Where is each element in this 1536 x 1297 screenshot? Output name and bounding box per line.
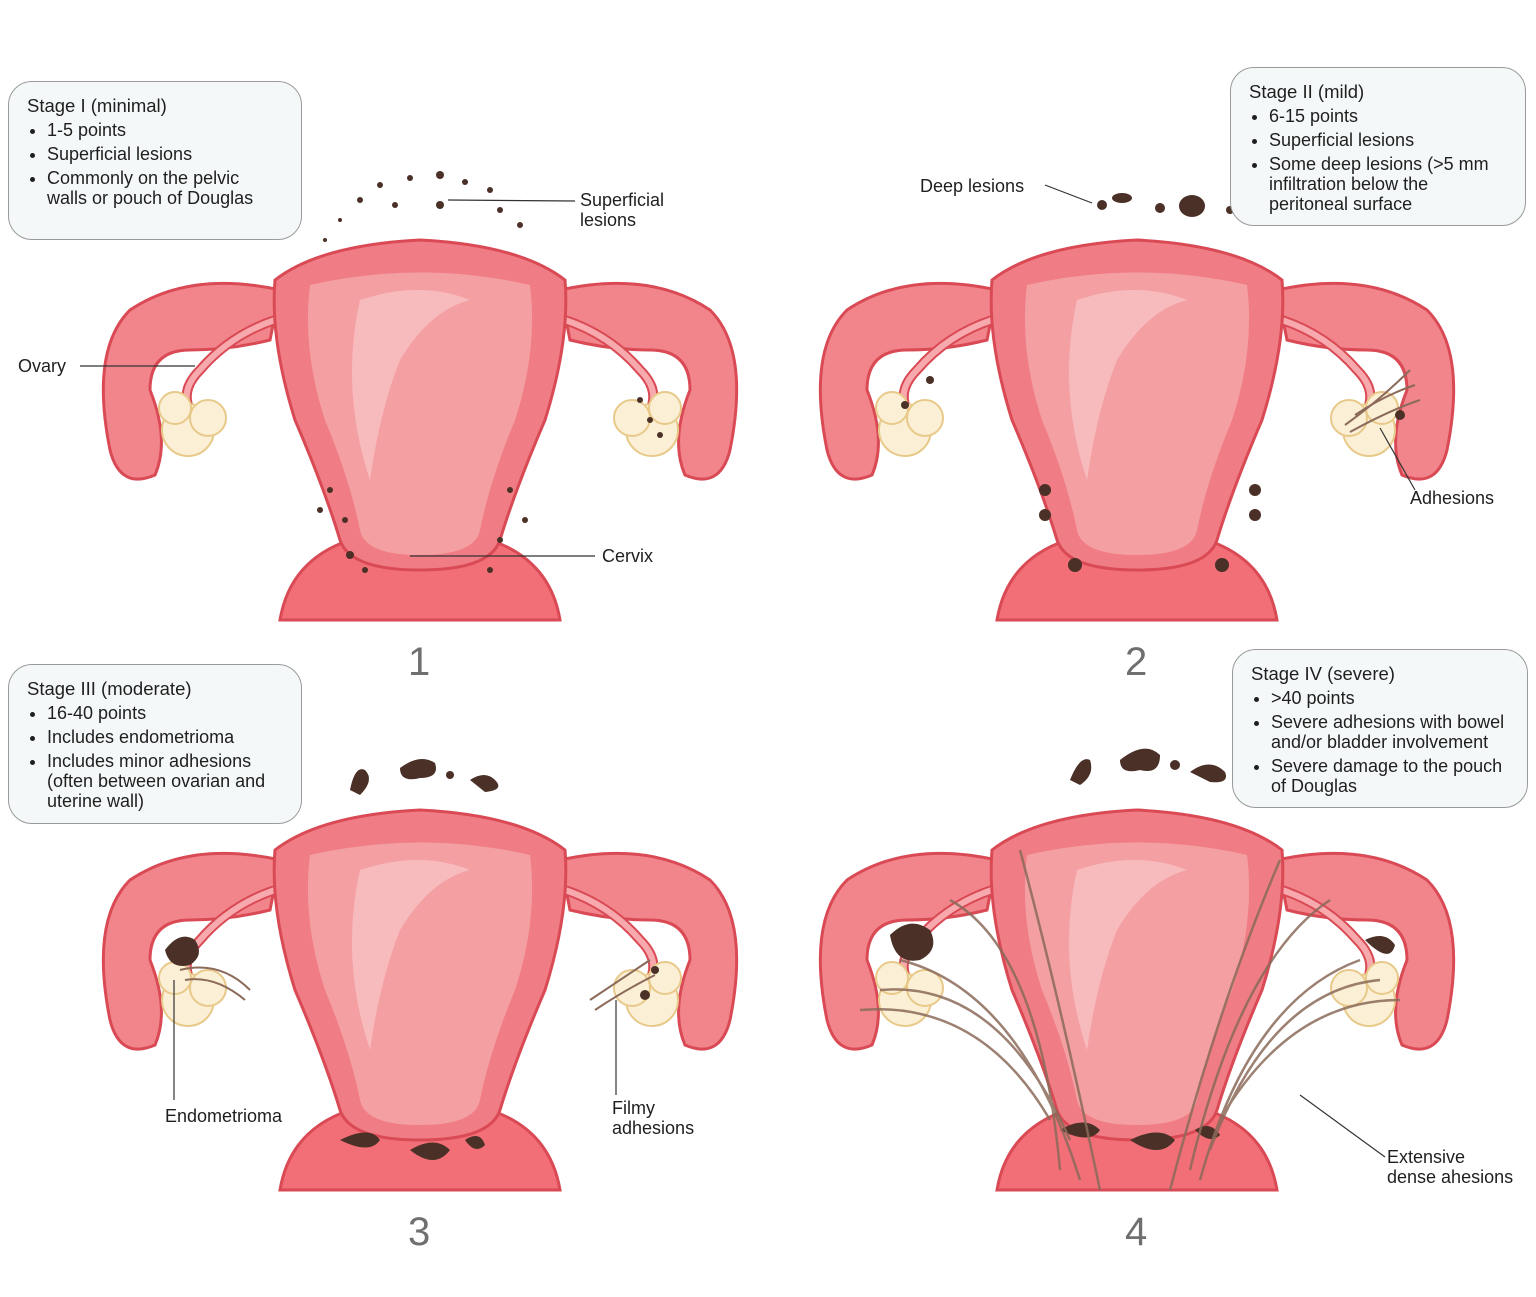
stage-4-bullet-2: Severe adhesions with bowel and/or bladd… [1271, 712, 1509, 752]
stage-3-bullet-2: Includes endometrioma [47, 727, 283, 747]
stage-1-bullet-3: Commonly on the pelvic walls or pouch of… [47, 168, 283, 208]
stage-2-title: Stage II (mild) [1249, 81, 1365, 102]
stage-3-bullet-3: Includes minor adhesions (often between … [47, 751, 283, 811]
stage-4-bullets: >40 points Severe adhesions with bowel a… [1251, 688, 1509, 796]
stage-2-bullet-1: 6-15 points [1269, 106, 1507, 126]
label-cervix: Cervix [602, 546, 654, 566]
stage-3-bullet-1: 16-40 points [47, 703, 283, 723]
stage-1-box: Stage I (minimal) 1-5 points Superficial… [8, 81, 302, 240]
stage-1-number: 1 [408, 640, 431, 684]
stage-3-title: Stage III (moderate) [27, 678, 192, 699]
stage-4-bullet-3: Severe damage to the pouch of Douglas [1271, 756, 1509, 796]
label-endometrioma: Endometrioma [165, 1106, 283, 1126]
stage-1-title: Stage I (minimal) [27, 95, 167, 116]
stage-3-box: Stage III (moderate) 16-40 points Includ… [8, 664, 302, 824]
label-ovary: Ovary [18, 356, 67, 376]
stage-1-bullet-1: 1-5 points [47, 120, 283, 140]
stage-1-bullet-2: Superficial lesions [47, 144, 283, 164]
stage-3-bullets: 16-40 points Includes endometrioma Inclu… [27, 703, 283, 811]
stage-4-box: Stage IV (severe) >40 points Severe adhe… [1232, 649, 1528, 808]
stage-2-bullets: 6-15 points Superficial lesions Some dee… [1249, 106, 1507, 214]
stage-4-bullet-1: >40 points [1271, 688, 1509, 708]
stage-2-bullet-3: Some deep lesions (>5 mm infiltration be… [1269, 154, 1507, 214]
stage-2-number: 2 [1125, 640, 1148, 684]
stage-4-number: 4 [1125, 1210, 1148, 1254]
stage-3-number: 3 [408, 1210, 431, 1254]
label-extensive-dense-adhesions: Extensive dense ahesions [1387, 1147, 1514, 1187]
label-adhesions: Adhesions [1410, 488, 1495, 508]
stage-2-box: Stage II (mild) 6-15 points Superficial … [1230, 67, 1526, 226]
label-deep-lesions: Deep lesions [920, 176, 1025, 196]
stage-2-bullet-2: Superficial lesions [1269, 130, 1507, 150]
label-superficial-lesions: Superficial lesions [580, 190, 665, 230]
stage-4-title: Stage IV (severe) [1251, 663, 1395, 684]
label-filmy-adhesions: Filmy adhesions [612, 1098, 695, 1138]
stage-1-bullets: 1-5 points Superficial lesions Commonly … [27, 120, 283, 208]
